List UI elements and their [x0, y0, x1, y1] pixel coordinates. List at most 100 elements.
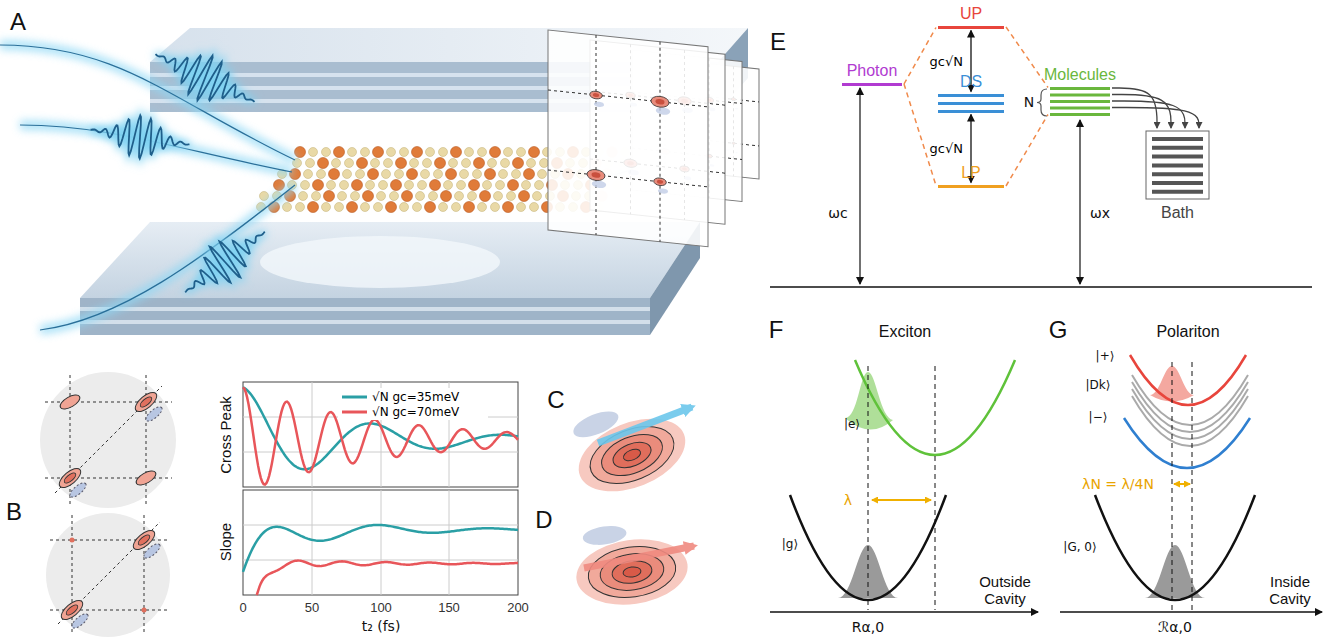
bottom-mirror [260, 236, 500, 288]
molecule-layer [503, 202, 514, 213]
spectra-planes [656, 107, 670, 116]
laser-pulses [155, 54, 254, 102]
plot-axes [243, 382, 518, 487]
panel-letter: D [535, 506, 552, 534]
molecule-layer [469, 180, 480, 191]
upper-polariton-level: UP [938, 5, 1004, 29]
spectra-planes [592, 172, 601, 178]
molecule-layer [535, 181, 544, 190]
molecule-layer [464, 202, 475, 213]
shift-label: λN = λ/4N [1082, 476, 1154, 492]
laser-pulses [40, 185, 295, 330]
molecule-layer [538, 170, 547, 179]
laser-pulses [155, 54, 254, 102]
molecule-layer [386, 202, 397, 213]
spectrum-circle [144, 405, 164, 424]
panel-letter: E [770, 28, 786, 56]
laser-pulses [91, 115, 190, 158]
energy-level-bar [938, 26, 1004, 29]
spectrum-circle [144, 405, 164, 424]
panel-letter: G [1049, 316, 1068, 344]
energy-level-bar [1050, 87, 1110, 116]
energy-level-bar [1050, 87, 1110, 90]
molecule-layer [327, 181, 336, 190]
potential-curves [868, 366, 869, 610]
spectra-planes [592, 180, 606, 189]
count-label: N [1024, 94, 1034, 110]
energy-level-bar [938, 102, 1004, 105]
molecule-layer [507, 192, 516, 201]
tick-label: 150 [438, 601, 460, 616]
spectrum-circle [40, 372, 176, 508]
spectra-planes [595, 35, 596, 235]
molecule-layer [374, 203, 383, 212]
plot-curves [243, 387, 518, 484]
spectrum-circle [40, 372, 176, 508]
molecule-layer [439, 148, 448, 157]
molecule-layer [412, 147, 423, 158]
molecule-layer [517, 203, 526, 212]
spectra-planes [548, 170, 708, 187]
legend-entry: √N gc=35meV [370, 390, 461, 404]
level-label: Photon [847, 62, 898, 80]
molecule-levels: Molecules [1044, 66, 1116, 116]
molecule-layer [508, 180, 519, 191]
molecule-layer [413, 203, 422, 212]
molecule-layer [322, 203, 331, 212]
molecule-layer [347, 202, 358, 213]
molecule-layer [478, 148, 487, 157]
decay-arrow [1112, 101, 1185, 128]
axis-title: t₂ (fs) [362, 618, 401, 634]
energy-level-bar [938, 94, 1004, 97]
panel-letter: C [547, 386, 564, 414]
molecule-layer [301, 181, 310, 190]
molecule-layer [533, 192, 542, 201]
plot-axes [381, 490, 382, 595]
molecule-layer [400, 148, 409, 157]
energy-diagram-lines [770, 286, 1312, 288]
molecule-layer [426, 148, 435, 157]
molecule-layer [377, 192, 386, 201]
molecule-layer [446, 169, 457, 180]
plot-curves [243, 387, 518, 595]
axis-title: Slope [217, 523, 234, 561]
spectra-planes [548, 90, 708, 107]
potential-curves [1145, 545, 1205, 598]
spectrum-circle [58, 522, 160, 624]
molecule-layer [457, 181, 466, 190]
molecule-layer [529, 147, 540, 158]
molecule-layer [455, 192, 464, 201]
potential-curves [1124, 418, 1250, 468]
molecule-layer [423, 159, 432, 168]
potential-curves [935, 366, 936, 610]
molecule-layer [490, 147, 501, 158]
molecule-layer [260, 192, 269, 201]
molecule-layer [322, 148, 331, 157]
spectrum-circle [70, 538, 75, 543]
peak-shape [609, 437, 654, 472]
spectrum-circle [68, 481, 88, 500]
molecule-layer [512, 170, 521, 179]
level-label: DS [960, 73, 982, 91]
legend-entry: √N gc=70meV [370, 405, 461, 419]
spectrum-circle [137, 533, 152, 547]
spectra-planes [548, 30, 708, 247]
molecule-layer [462, 159, 471, 168]
spectrum-circle [65, 603, 80, 617]
potential-curves [770, 360, 1038, 612]
molecule-layer [361, 148, 370, 157]
molecule-layer [382, 170, 391, 179]
molecule-layer [527, 159, 536, 168]
molecule-layer [517, 148, 526, 157]
coupling-dashed-line [904, 84, 936, 186]
spectra-planes [548, 30, 759, 247]
spectrum-circle [139, 395, 154, 409]
energy-diagram-lines [770, 88, 1312, 287]
molecule-layer [306, 159, 315, 168]
spectra-planes [590, 91, 603, 100]
molecule-layer [444, 181, 453, 190]
molecule-layer [371, 159, 380, 168]
molecule-layer [425, 202, 436, 213]
